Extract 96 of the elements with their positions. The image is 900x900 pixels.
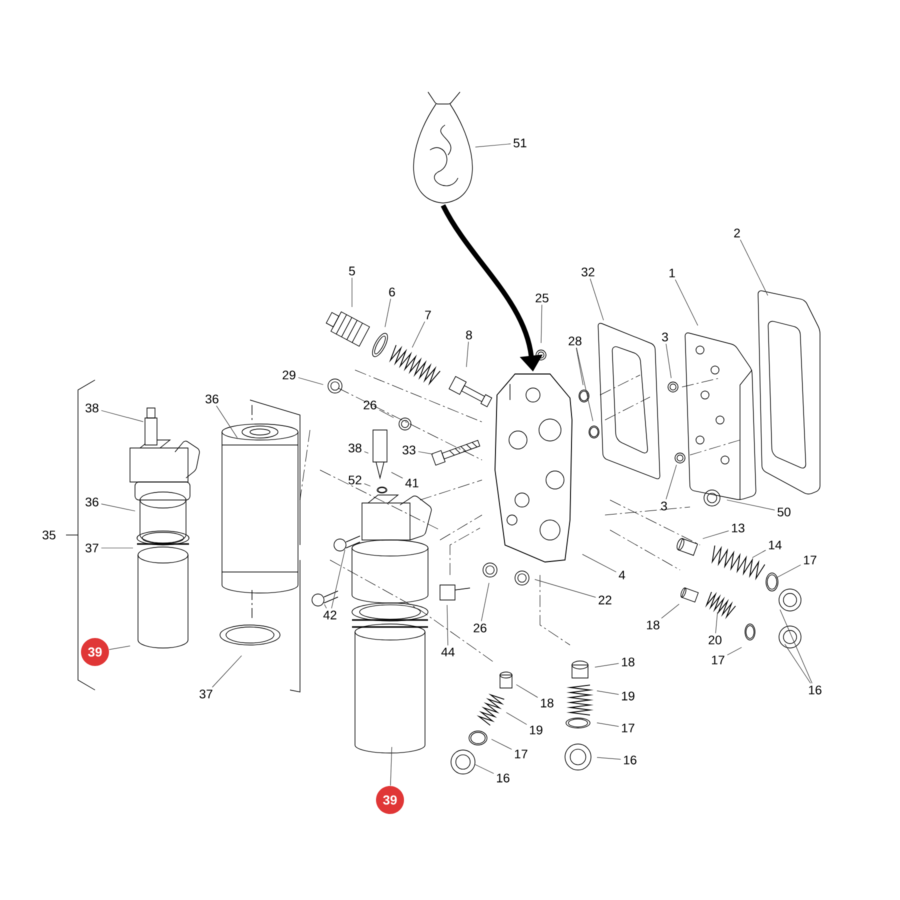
leader-line	[390, 746, 392, 786]
callout-number: 20	[708, 636, 722, 644]
leader-line	[481, 582, 490, 622]
callout-number: 1	[669, 268, 675, 278]
callout-number: 18	[541, 698, 554, 708]
callout-number: 28	[568, 336, 582, 346]
leader-line	[534, 579, 596, 598]
leader-line	[752, 550, 766, 558]
leader-line	[364, 483, 371, 486]
leader-line	[516, 684, 538, 698]
leader-line	[412, 321, 426, 348]
callout-number: 29	[282, 370, 296, 380]
leader-line	[324, 604, 327, 609]
callout-number: 18	[647, 620, 660, 630]
callout-number: 25	[536, 294, 548, 302]
leader-line	[596, 690, 619, 695]
callout-number: 17	[622, 724, 634, 732]
manifold-block	[494, 374, 572, 562]
leader-line	[666, 464, 677, 500]
callout-badge: 39	[376, 786, 404, 814]
callout-number: 36	[206, 394, 218, 404]
leader-line	[582, 554, 616, 572]
leader-line	[506, 712, 527, 725]
leader-line	[364, 451, 369, 454]
leader-line	[216, 405, 238, 438]
callout-number: 44	[441, 648, 455, 656]
callout-number: 16	[497, 774, 510, 782]
leader-line	[596, 757, 621, 760]
callout-number: 17	[804, 556, 816, 564]
callout-number: 50	[778, 508, 790, 516]
callout-number: 33	[402, 446, 416, 454]
leader-line	[101, 504, 136, 512]
callout-number: 19	[530, 726, 542, 734]
callout-number: 5	[349, 266, 355, 276]
callout-number: 37	[86, 544, 98, 552]
callout-number: 22	[598, 596, 612, 604]
callout-number: 17	[515, 750, 528, 758]
callout-number: 41	[405, 478, 418, 488]
leader-line	[576, 347, 584, 386]
leader-line	[475, 144, 511, 148]
callout-number: 36	[86, 498, 98, 506]
leader-line	[298, 377, 324, 385]
callout-number: 26	[364, 400, 376, 410]
callout-number: 4	[618, 570, 626, 580]
callout-number: 8	[466, 330, 472, 340]
callout-number: 6	[389, 288, 395, 296]
leader-line	[101, 410, 144, 422]
leader-line	[540, 304, 542, 344]
callout-number: 26	[474, 624, 486, 632]
leader-line	[780, 609, 812, 684]
callout-number: 37	[200, 690, 212, 698]
leader-line	[466, 341, 469, 368]
callout-number: 14	[769, 540, 782, 550]
leader-line	[596, 722, 619, 727]
callout-number: 3	[662, 332, 668, 342]
callout-number: 42	[323, 610, 336, 620]
leader-line	[491, 738, 512, 750]
leader-line	[661, 604, 680, 619]
leader-line	[331, 550, 346, 609]
leader-line	[594, 663, 619, 668]
leader-line	[590, 278, 604, 320]
leader-line	[418, 451, 434, 454]
callout-number: 51	[514, 138, 526, 148]
bag-drawing	[413, 92, 473, 204]
callout-number: 38	[348, 444, 362, 452]
callout-number: 18	[622, 658, 634, 666]
callout-number: 3	[661, 502, 667, 510]
callout-number: 32	[582, 268, 594, 276]
callout-number: 16	[809, 686, 822, 694]
leader-line	[576, 347, 594, 422]
leader-line	[108, 646, 130, 650]
callout-number: 13	[732, 524, 744, 532]
leader-line	[776, 564, 801, 578]
leader-line	[784, 644, 811, 684]
leader-line	[702, 530, 729, 539]
callout-number: 17	[712, 656, 724, 664]
leader-line	[379, 410, 394, 418]
callout-number: 16	[624, 756, 636, 764]
callout-badge: 39	[81, 638, 109, 666]
leader-line	[446, 604, 448, 646]
leader-line	[212, 655, 242, 688]
leader-line	[726, 500, 775, 510]
leader-line	[666, 343, 672, 378]
callout-number: 7	[425, 310, 431, 320]
leader-line	[384, 298, 391, 328]
leader-line	[727, 647, 742, 656]
callout-number: 38	[86, 404, 98, 412]
leader-line	[740, 239, 768, 296]
callout-number: 52	[348, 476, 362, 484]
leader-line	[674, 279, 698, 326]
leader-line	[391, 472, 403, 478]
leader-line	[715, 612, 718, 634]
callout-number: 35	[42, 530, 56, 540]
callout-number: 2	[734, 228, 740, 238]
callout-number: 19	[622, 692, 634, 700]
leader-line	[474, 764, 494, 774]
